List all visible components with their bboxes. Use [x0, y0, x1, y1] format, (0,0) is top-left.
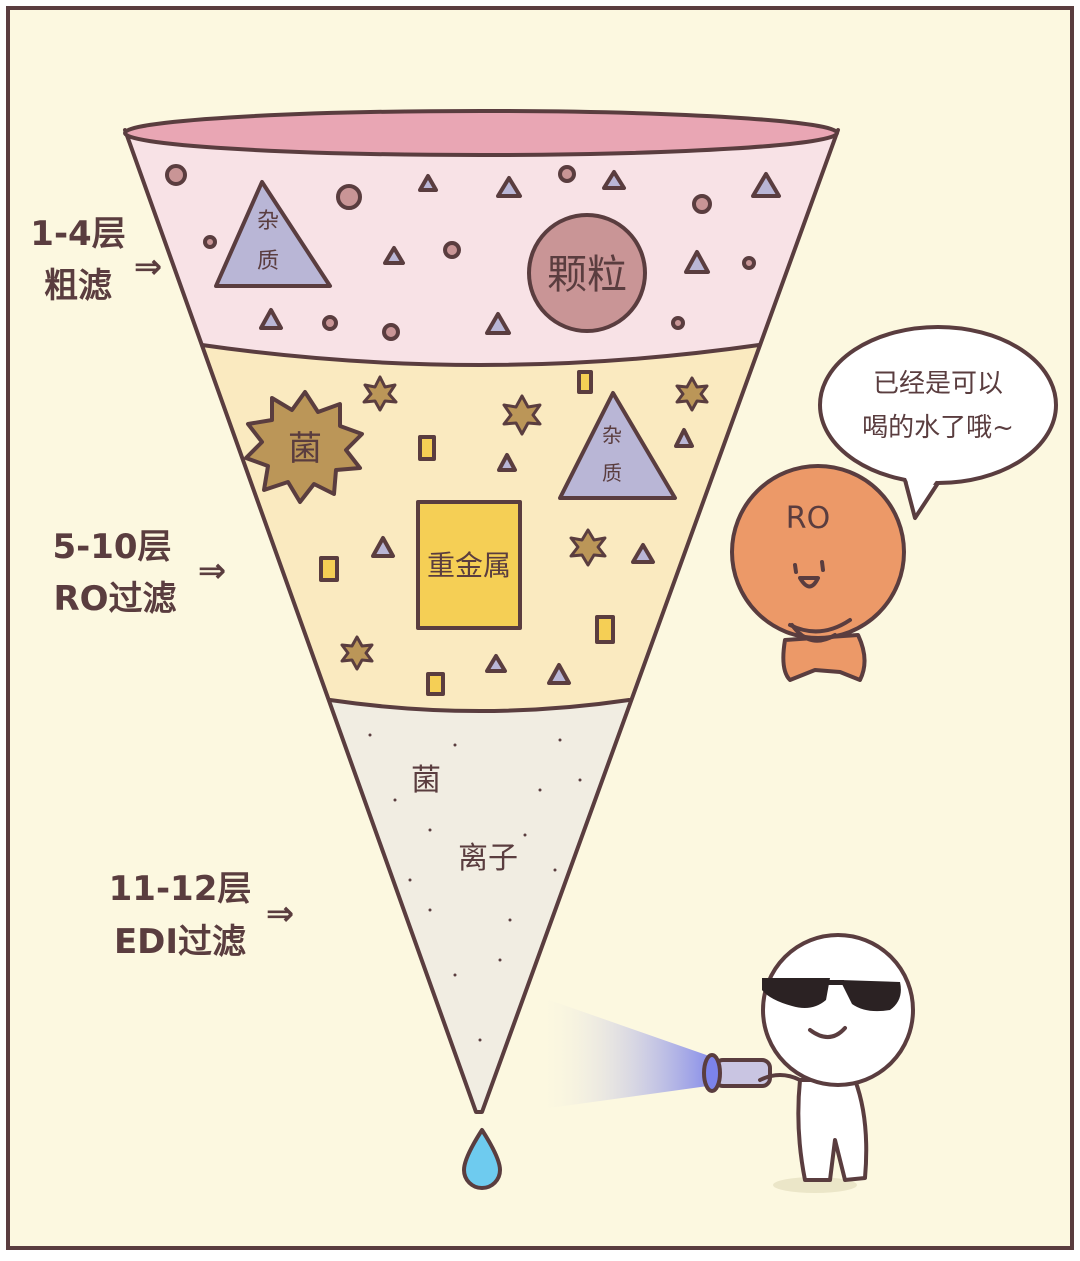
impurity-label: 质 — [257, 249, 279, 274]
flashlight-character — [535, 933, 915, 1193]
layer-label-range: 5-10层 — [52, 527, 171, 567]
impurity-triangle — [214, 180, 332, 288]
edi-dots — [368, 733, 582, 1042]
layer-label-name: 粗滤 — [44, 266, 112, 306]
layer-label-name: RO过滤 — [53, 579, 176, 619]
speech-bubble: 已经是可以 喝的水了哦~ — [818, 325, 1058, 520]
layer-label-range: 11-12层 — [109, 869, 252, 909]
layer-label-name: EDI过滤 — [114, 922, 246, 962]
speech-line-2: 喝的水了哦~ — [862, 413, 1014, 443]
arrow-icon: ⇒ — [134, 247, 163, 287]
layer-edi — [330, 700, 629, 1112]
impurity-label: 杂 — [257, 209, 279, 234]
particle-label: 颗粒 — [547, 252, 627, 298]
water-drop-icon — [462, 1128, 502, 1190]
layer-coarse — [125, 130, 838, 365]
speech-line-1: 已经是可以 — [873, 369, 1003, 399]
funnel-rim — [123, 109, 839, 157]
ro-character-label: RO — [786, 501, 830, 536]
ro-character: RO — [730, 464, 906, 682]
heavy-metal-block — [416, 500, 522, 630]
ro-layer-items — [244, 370, 709, 696]
coarse-layer-items — [165, 164, 781, 341]
impurity-label: 质 — [602, 461, 622, 485]
bacteria-label: 菌 — [288, 429, 322, 469]
flashlight-beam — [535, 995, 715, 1110]
ions-label: 离子 — [458, 841, 518, 876]
bacteria-label: 菌 — [411, 763, 441, 798]
flashlight-icon — [713, 1058, 772, 1088]
bacteria-burst — [244, 390, 364, 504]
heavy-metal-label: 重金属 — [427, 549, 511, 582]
arrow-icon: ⇒ — [266, 894, 295, 934]
layer-label-range: 1-4层 — [30, 214, 125, 254]
sunglasses-icon — [762, 978, 901, 1012]
arrow-icon: ⇒ — [198, 551, 227, 591]
impurity-triangle — [558, 391, 677, 500]
particle-big — [527, 213, 647, 333]
impurity-label: 杂 — [602, 423, 622, 447]
